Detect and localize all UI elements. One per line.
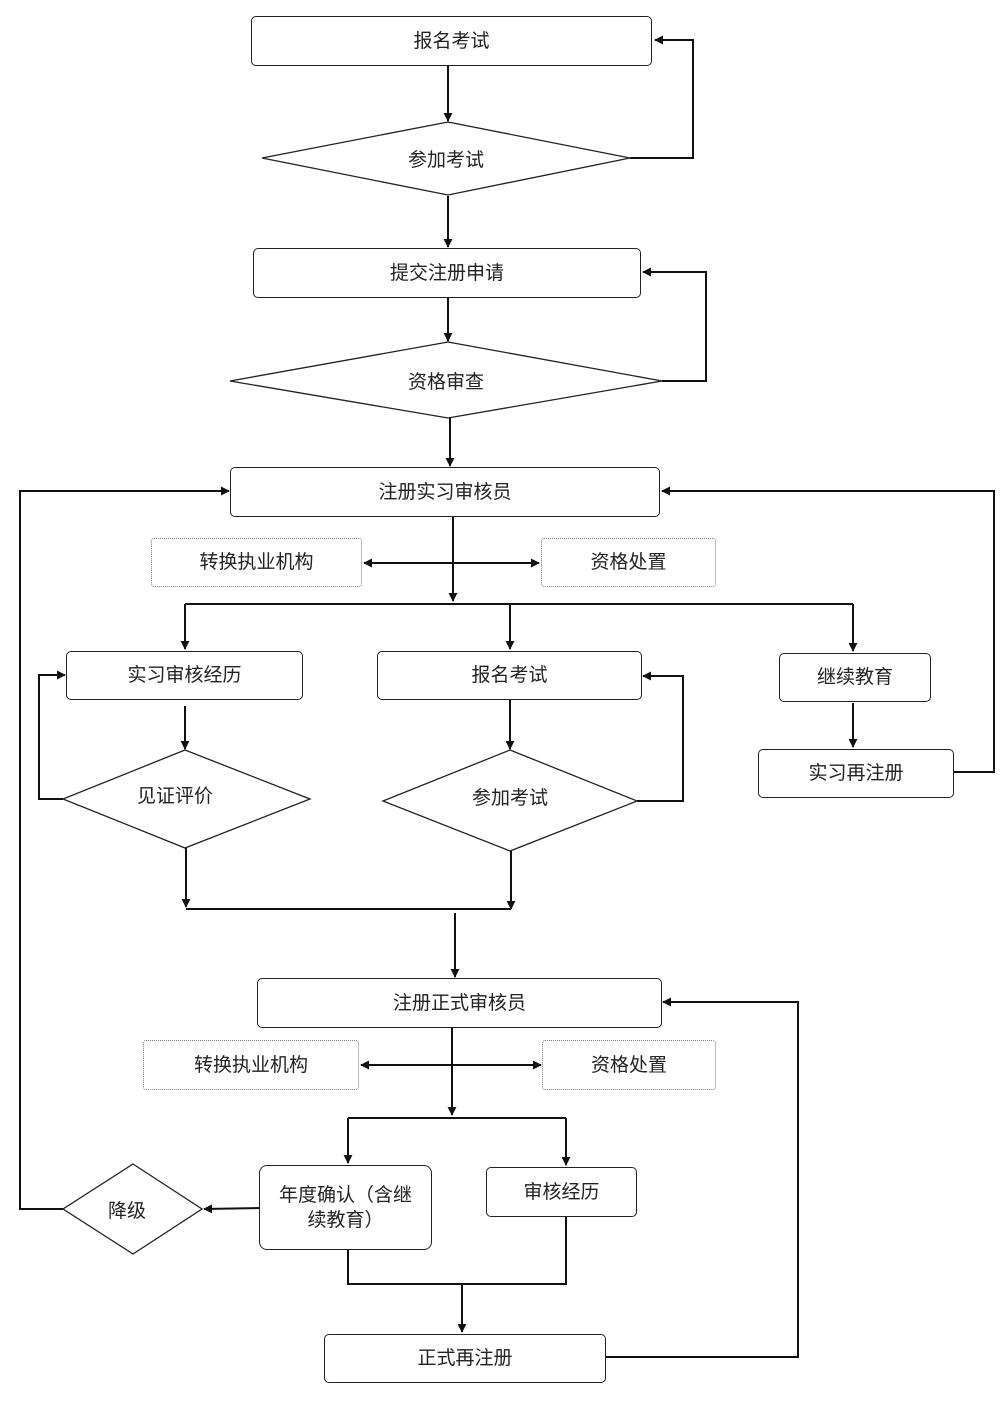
qualification-disposal-box-1: 资格处置 xyxy=(541,538,716,587)
merge-line-annual xyxy=(347,1217,567,1285)
formal-reregister-box: 正式再注册 xyxy=(324,1334,606,1383)
arrow-intern-reregister-back xyxy=(661,486,995,773)
take-exam-2-diamond xyxy=(381,749,639,852)
downgrade-diamond xyxy=(61,1163,204,1255)
arrow-annual-to-downgrade xyxy=(203,1204,260,1214)
arrow-exam-1-retry xyxy=(630,35,694,159)
transfer-org-box-2: 转换执业机构 xyxy=(143,1040,359,1090)
arrow-downgrade-back xyxy=(19,486,230,1210)
intern-reregister-box: 实习再注册 xyxy=(758,749,954,798)
witness-evaluation-diamond xyxy=(61,749,312,849)
transfer-org-box-1: 转换执业机构 xyxy=(151,538,362,587)
arrow-witness-retry xyxy=(38,670,66,800)
register-formal-box: 注册正式审核员 xyxy=(257,978,662,1028)
arrow-exam-2-retry xyxy=(637,671,684,802)
annual-confirmation-box: 年度确认（含继续教育） xyxy=(259,1165,432,1250)
reg-exam-box-1: 报名考试 xyxy=(251,16,652,66)
register-intern-box: 注册实习审核员 xyxy=(230,467,660,517)
intern-experience-box: 实习审核经历 xyxy=(66,651,303,700)
submit-application-box: 提交注册申请 xyxy=(253,248,641,298)
audit-experience-box: 审核经历 xyxy=(486,1167,637,1217)
qualification-review-diamond xyxy=(229,341,663,419)
reg-exam-box-2: 报名考试 xyxy=(377,651,642,700)
arrow-review-retry xyxy=(642,267,707,382)
continuing-education-box: 继续教育 xyxy=(779,653,931,702)
arrow-formal-reregister-back xyxy=(606,997,799,1358)
qualification-disposal-box-2: 资格处置 xyxy=(542,1040,716,1090)
take-exam-1-diamond xyxy=(261,121,631,196)
